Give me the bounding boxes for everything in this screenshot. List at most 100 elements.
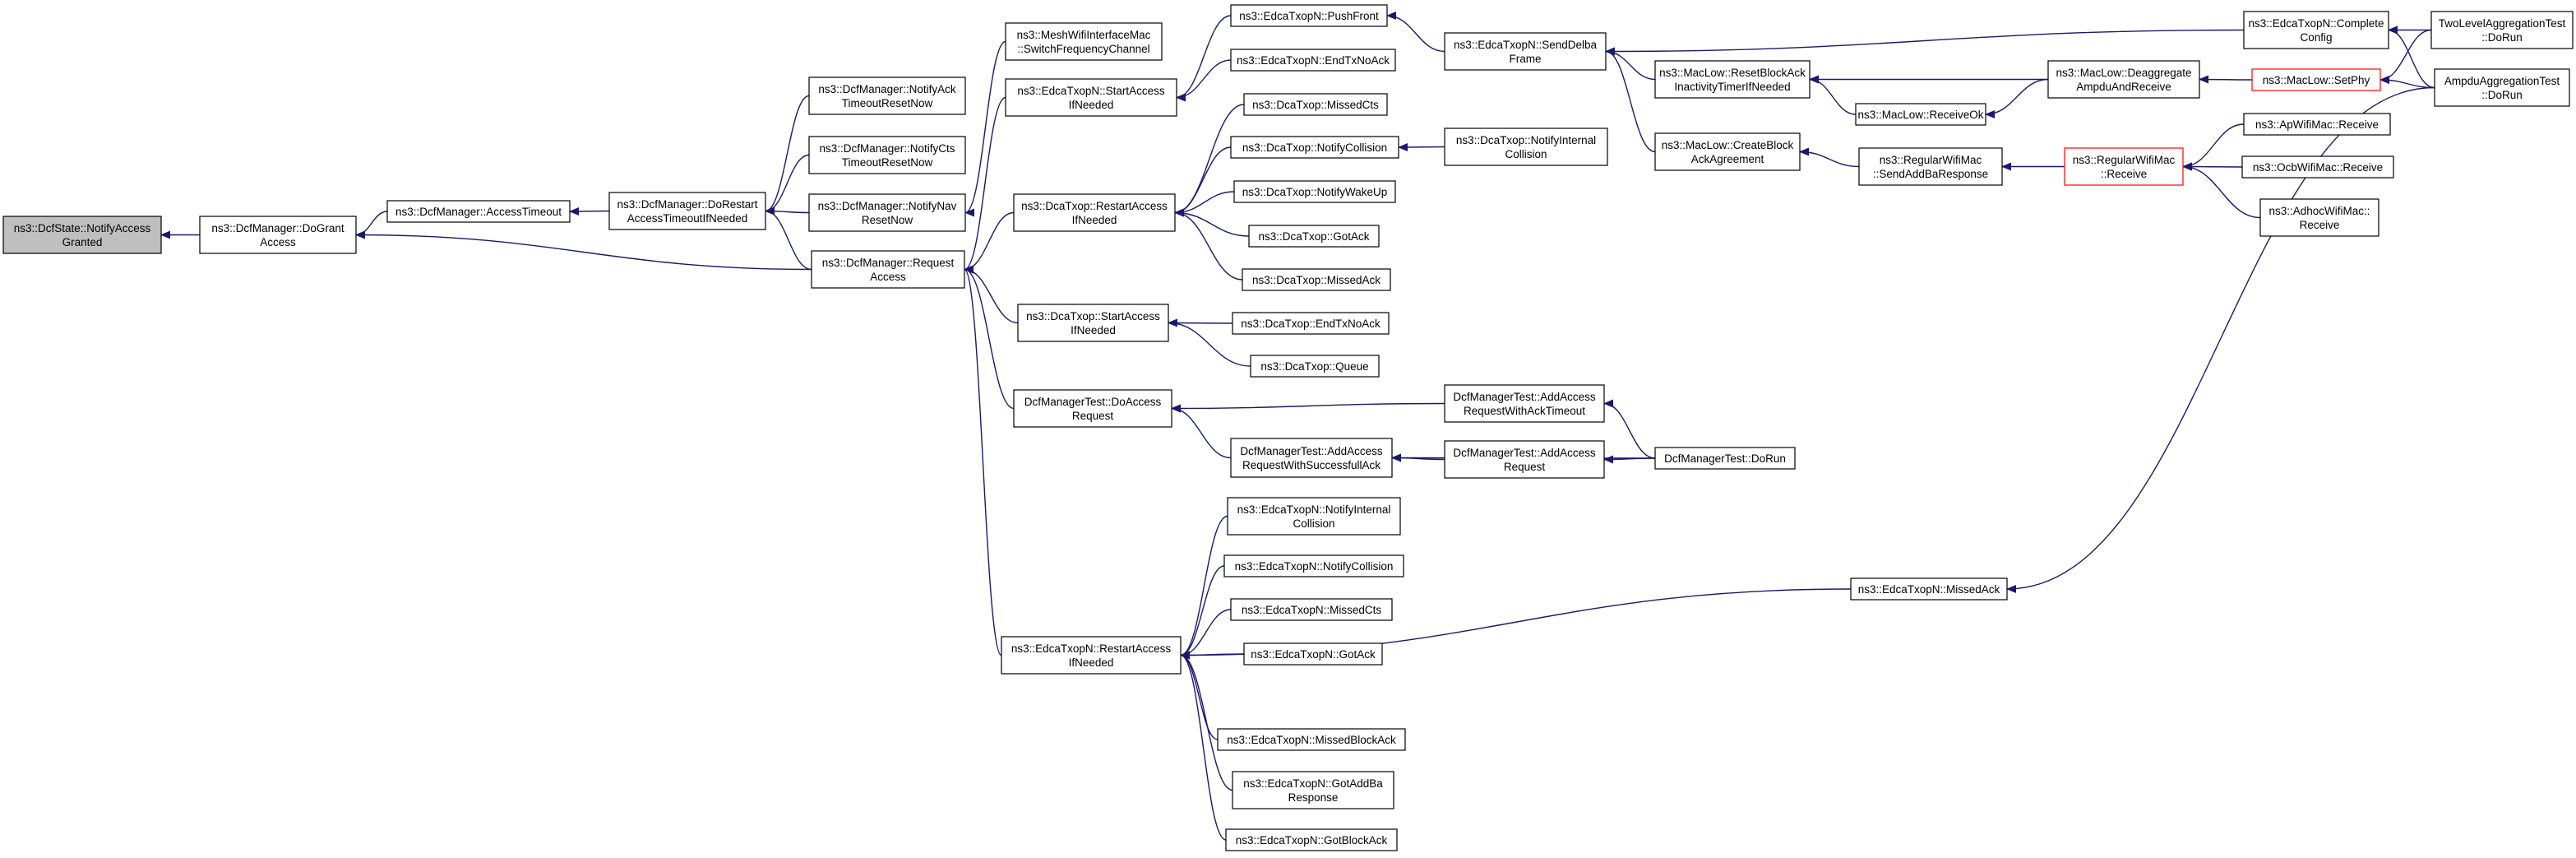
node-box[interactable] bbox=[1444, 32, 1607, 71]
node-edcatxopn_pushfront[interactable]: ns3::EdcaTxopN::PushFront bbox=[1230, 4, 1388, 27]
node-dcatxop_queue[interactable]: ns3::DcaTxop::Queue bbox=[1250, 355, 1380, 378]
node-box[interactable] bbox=[1013, 389, 1172, 428]
node-regularwifimac_receive[interactable]: ns3::RegularWifiMac::Receive bbox=[2064, 147, 2184, 186]
node-edcatxopn_gotack[interactable]: ns3::EdcaTxopN::GotAck bbox=[1243, 642, 1383, 666]
node-dcfmanagertest_addaccessgood[interactable]: DcfManagerTest::AddAccessRequestWithSucc… bbox=[1230, 438, 1393, 478]
node-box[interactable] bbox=[1242, 268, 1391, 291]
node-dcatxop_notifycollision[interactable]: ns3::DcaTxop::NotifyCollision bbox=[1230, 136, 1399, 159]
node-box[interactable] bbox=[1233, 180, 1396, 203]
node-maclow_setphy[interactable]: ns3::MacLow::SetPhy bbox=[2251, 68, 2381, 91]
node-box[interactable] bbox=[808, 136, 966, 174]
node-box[interactable] bbox=[2047, 60, 2200, 99]
node-edcatxopn_missedcts[interactable]: ns3::EdcaTxopN::MissedCts bbox=[1230, 598, 1393, 621]
node-edcatxopn_missedblockack[interactable]: ns3::EdcaTxopN::MissedBlockAck bbox=[1217, 728, 1406, 751]
node-box[interactable] bbox=[1227, 497, 1401, 536]
node-box[interactable] bbox=[1017, 304, 1169, 342]
node-edcatxopn_notifycollision[interactable]: ns3::EdcaTxopN::NotifyCollision bbox=[1223, 554, 1404, 577]
node-meshwifi_switchfreq[interactable]: ns3::MeshWifiInterfaceMac::SwitchFrequen… bbox=[1005, 22, 1163, 61]
node-box[interactable] bbox=[1654, 447, 1796, 470]
node-box[interactable] bbox=[608, 192, 766, 230]
node-box[interactable] bbox=[1230, 49, 1396, 72]
node-box[interactable] bbox=[1444, 128, 1608, 166]
node-box[interactable] bbox=[2430, 11, 2574, 49]
node-box[interactable] bbox=[1654, 132, 1801, 171]
node-box[interactable] bbox=[2251, 68, 2381, 91]
node-dcfmanager_accesstimeout[interactable]: ns3::DcfManager::AccessTimeout bbox=[386, 200, 571, 223]
node-twolevelaggregation_dorun[interactable]: TwoLevelAggregationTest::DoRun bbox=[2430, 11, 2574, 49]
node-box[interactable] bbox=[2241, 155, 2394, 179]
node-box[interactable] bbox=[1223, 554, 1404, 577]
node-box[interactable] bbox=[1230, 598, 1393, 621]
node-box[interactable] bbox=[1250, 355, 1380, 378]
node-ampduaggregation_dorun[interactable]: AmpduAggregationTest::DoRun bbox=[2434, 68, 2570, 107]
node-box[interactable] bbox=[1243, 642, 1383, 666]
node-box[interactable] bbox=[1858, 147, 2003, 186]
node-dcfmanagertest_addaccesstimeout[interactable]: DcfManagerTest::AddAccessRequestWithAckT… bbox=[1444, 384, 1605, 423]
node-box[interactable] bbox=[2064, 147, 2184, 186]
node-box[interactable] bbox=[1225, 828, 1398, 851]
node-maclow_resetblockack[interactable]: ns3::MacLow::ResetBlockAckInactivityTime… bbox=[1654, 60, 1811, 99]
node-adhocwifimac_receive[interactable]: ns3::AdhocWifiMac::Receive bbox=[2259, 198, 2379, 237]
node-edcatxopn_endtxnoack[interactable]: ns3::EdcaTxopN::EndTxNoAck bbox=[1230, 49, 1396, 72]
node-box[interactable] bbox=[1230, 438, 1393, 478]
node-box[interactable] bbox=[808, 77, 966, 115]
node-box[interactable] bbox=[1850, 577, 2008, 601]
node-box[interactable] bbox=[2259, 198, 2379, 237]
node-box[interactable] bbox=[2243, 11, 2389, 49]
node-dcatxop_notifywakeup[interactable]: ns3::DcaTxop::NotifyWakeUp bbox=[1233, 180, 1396, 203]
node-dcfmanager_notifycts[interactable]: ns3::DcfManager::NotifyCtsTimeoutResetNo… bbox=[808, 136, 966, 174]
node-dcatxop_gotack[interactable]: ns3::DcaTxop::GotAck bbox=[1248, 225, 1380, 248]
node-box[interactable] bbox=[386, 200, 571, 223]
node-ocbwifimac_receive[interactable]: ns3::OcbWifiMac::Receive bbox=[2241, 155, 2394, 179]
node-box[interactable] bbox=[1444, 384, 1605, 423]
node-box[interactable] bbox=[1005, 22, 1163, 61]
node-dcfmanager_notifyack[interactable]: ns3::DcfManager::NotifyAckTimeoutResetNo… bbox=[808, 77, 966, 115]
node-apwifimac_receive[interactable]: ns3::ApWifiMac::Receive bbox=[2243, 113, 2391, 136]
node-dcfmanager_dorestart[interactable]: ns3::DcfManager::DoRestartAccessTimeoutI… bbox=[608, 192, 766, 230]
node-box[interactable] bbox=[1217, 728, 1406, 751]
node-box[interactable] bbox=[1855, 103, 1986, 126]
node-box[interactable] bbox=[1230, 4, 1388, 27]
node-dcatxop_endtxnoack[interactable]: ns3::DcaTxop::EndTxNoAck bbox=[1232, 312, 1390, 335]
node-box[interactable] bbox=[1232, 312, 1390, 335]
node-box[interactable] bbox=[1444, 440, 1605, 479]
node-box[interactable] bbox=[808, 193, 966, 232]
node-edcatxopn_gotblockack[interactable]: ns3::EdcaTxopN::GotBlockAck bbox=[1225, 828, 1398, 851]
node-box[interactable] bbox=[1001, 636, 1182, 675]
node-edcatxopn_missedack[interactable]: ns3::EdcaTxopN::MissedAck bbox=[1850, 577, 2008, 601]
node-box[interactable] bbox=[1232, 771, 1394, 809]
node-box[interactable] bbox=[1248, 225, 1380, 248]
node-box[interactable] bbox=[1013, 193, 1176, 232]
node-box[interactable] bbox=[2434, 68, 2570, 107]
node-regularwifimac_sendaddba[interactable]: ns3::RegularWifiMac::SendAddBaResponse bbox=[1858, 147, 2003, 186]
node-box[interactable] bbox=[1005, 78, 1177, 117]
node-box[interactable] bbox=[2, 216, 162, 254]
node-box[interactable] bbox=[1243, 93, 1388, 116]
node-box[interactable] bbox=[811, 250, 965, 289]
node-box[interactable] bbox=[199, 216, 357, 254]
node-box[interactable] bbox=[1230, 136, 1399, 159]
node-box[interactable] bbox=[1654, 60, 1811, 99]
node-box[interactable] bbox=[2243, 113, 2391, 136]
node-maclow_receiveok[interactable]: ns3::MacLow::ReceiveOk bbox=[1855, 103, 1986, 126]
node-dcatxop_missedcts[interactable]: ns3::DcaTxop::MissedCts bbox=[1243, 93, 1388, 116]
node-dcfmanagertest_dorun[interactable]: DcfManagerTest::DoRun bbox=[1654, 447, 1796, 470]
node-dcatxop_missedack[interactable]: ns3::DcaTxop::MissedAck bbox=[1242, 268, 1391, 291]
